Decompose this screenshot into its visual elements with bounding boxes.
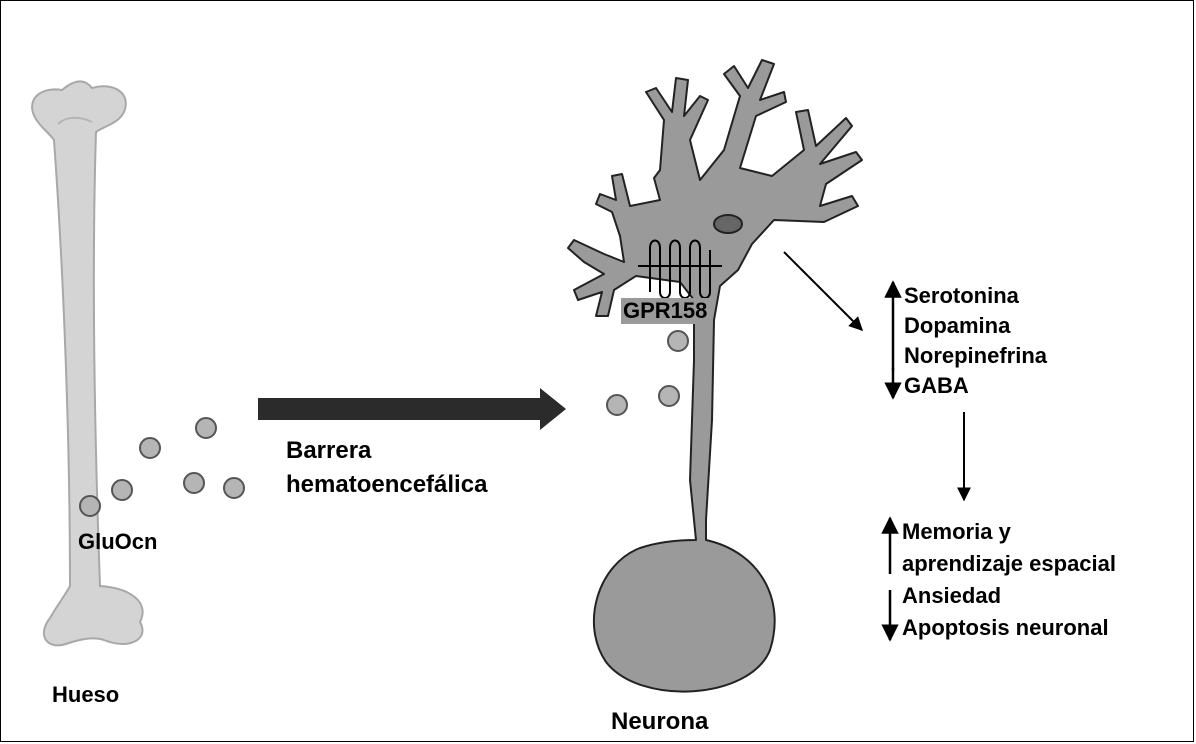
particle <box>668 331 688 351</box>
particle <box>659 386 679 406</box>
effect-arrow <box>784 252 862 330</box>
particle <box>224 478 244 498</box>
bone-label: Hueso <box>52 682 119 708</box>
barrier-label-line2: hematoencefálica <box>286 471 487 499</box>
memory-label-line1: Memoria y <box>902 519 1011 545</box>
memory-label-line2: aprendizaje espacial <box>902 551 1116 577</box>
neuron-label: Neurona <box>611 708 708 736</box>
anxiety-label: Ansiedad <box>902 583 1001 609</box>
gaba-label: GABA <box>904 373 969 399</box>
particle <box>140 438 160 458</box>
particle <box>607 395 627 415</box>
barrier-label-line1: Barrera <box>286 437 371 465</box>
dopamine-label: Dopamina <box>904 313 1010 339</box>
particle <box>184 473 204 493</box>
serotonin-label: Serotonina <box>904 283 1019 309</box>
gpr158-label: GPR158 <box>621 298 709 324</box>
barrier-crossing-arrow <box>258 388 566 430</box>
gluocn-label: GluOcn <box>78 529 157 555</box>
particle <box>80 496 100 516</box>
particle <box>196 418 216 438</box>
bone-illustration <box>32 81 143 645</box>
neuron-illustration <box>568 60 862 692</box>
norepinephrine-label: Norepinefrina <box>904 343 1047 369</box>
particle <box>112 480 132 500</box>
apoptosis-label: Apoptosis neuronal <box>902 615 1109 641</box>
